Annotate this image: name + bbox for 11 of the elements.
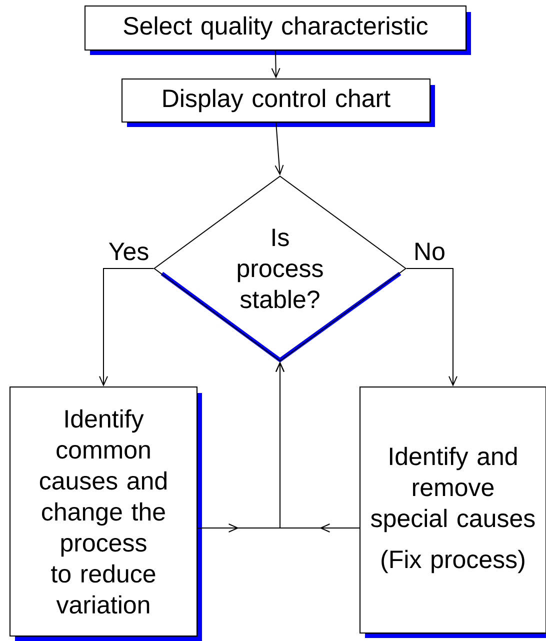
arrow [271,50,280,79]
edge-label: Yes [107,242,150,262]
arrow [274,122,284,176]
edge-label: No [412,242,446,262]
arrow [406,268,458,386]
process-box: Identify and remove special causes (Fix process) [360,386,546,638]
arrow [99,268,154,386]
process-box: Select quality characteristic [84,6,471,55]
process-box: Display control chart [122,78,435,127]
arrow [276,362,360,532]
process-box: Identify common causes and change the process to reduce variation [10,386,202,641]
